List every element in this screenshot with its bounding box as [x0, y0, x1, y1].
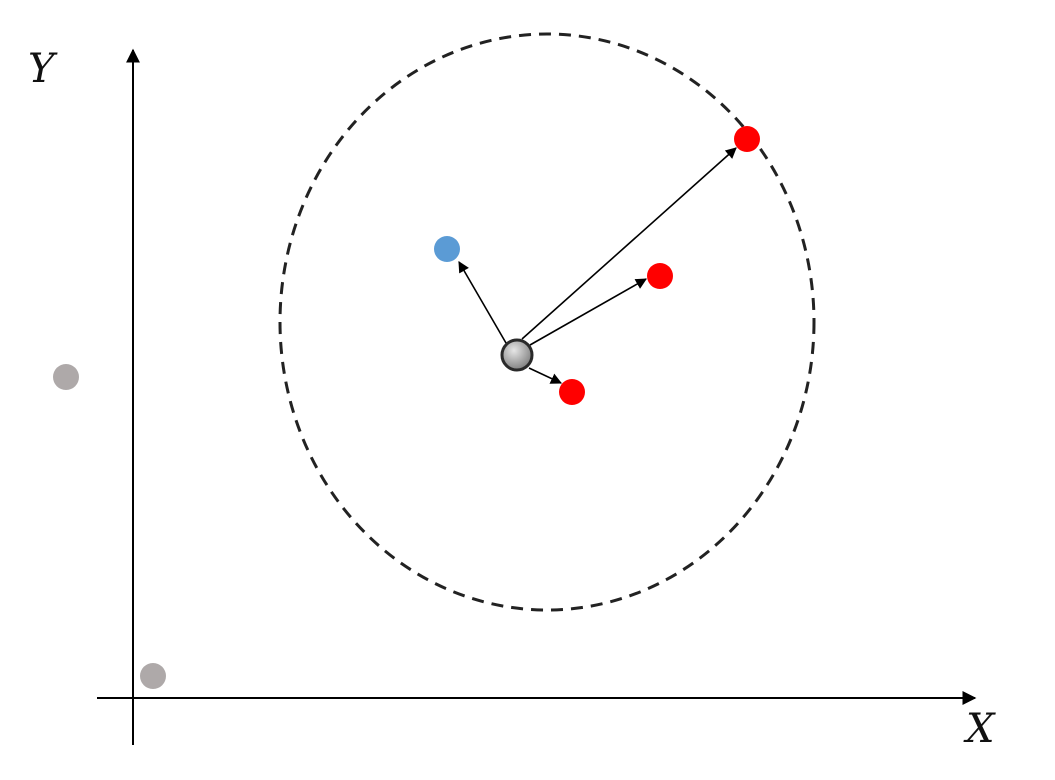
gray-point-left	[53, 364, 79, 390]
red-point-near	[559, 379, 585, 405]
y-axis-label: Y	[28, 46, 58, 92]
gray-point-origin	[140, 663, 166, 689]
arrow-to-red-point-mid	[529, 278, 647, 346]
blue-point	[434, 236, 460, 262]
arrow-to-red-point-far	[521, 147, 737, 340]
red-point-mid	[647, 263, 673, 289]
neighborhood-boundary	[278, 32, 816, 612]
arrow-to-red-point-near	[528, 367, 563, 384]
red-point-far	[734, 126, 760, 152]
query-point	[500, 338, 534, 372]
arrow-to-blue-point	[458, 261, 507, 344]
x-axis-label: X	[963, 706, 996, 752]
